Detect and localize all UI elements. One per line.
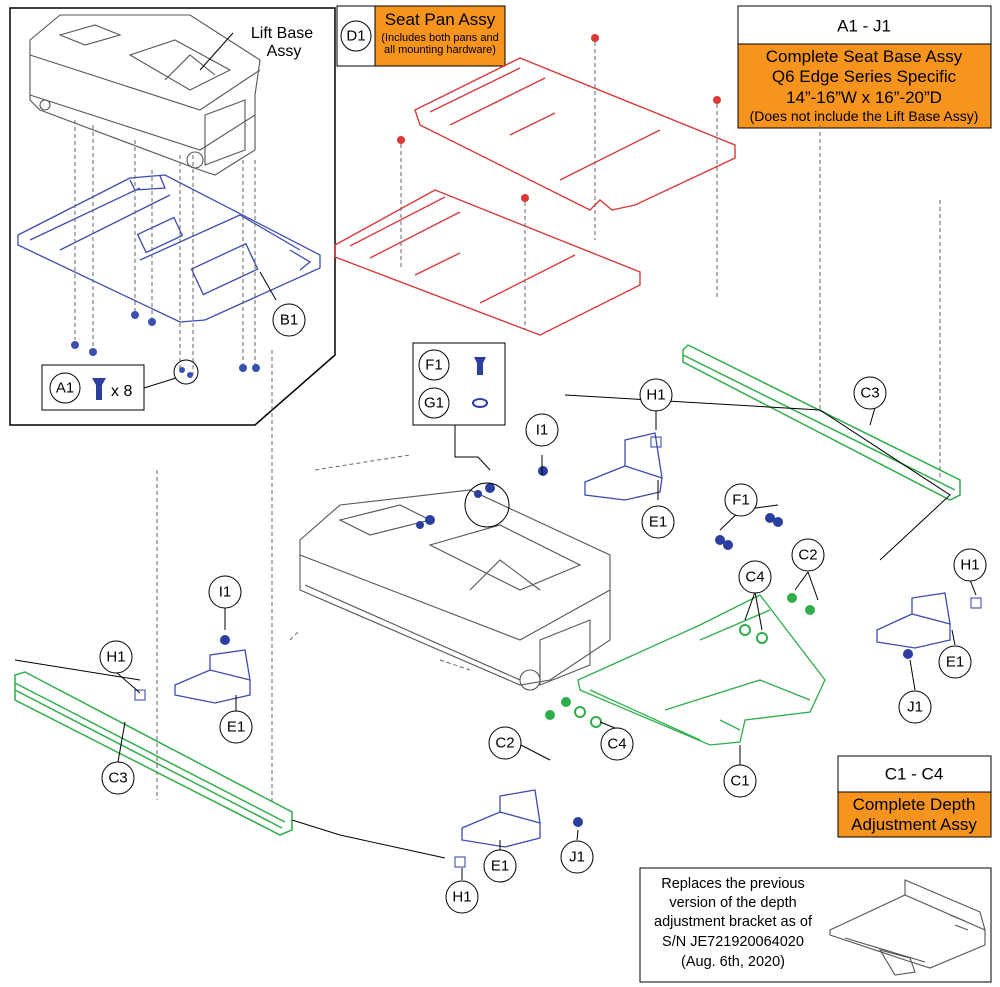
callout-d1: D1	[346, 28, 365, 45]
old-bracket-drawing	[829, 879, 986, 976]
bracket-e1-right	[876, 613, 951, 649]
bracket-e1-top	[584, 465, 663, 501]
c1-c4-line1: Complete Depth	[853, 795, 976, 814]
note-line4: S/N JE721920064020	[662, 934, 804, 950]
callout-i1-top: I1	[525, 413, 559, 447]
lift-base-label-line1: Lift Base	[251, 25, 313, 42]
right-depth-rail	[682, 344, 961, 501]
bracket-e1-bottom	[461, 811, 541, 848]
lift-base-inset: Lift Base Assy B1 A1 x 8	[9, 7, 336, 426]
svg-text:I1: I1	[219, 584, 232, 601]
svg-text:E1: E1	[227, 719, 245, 736]
seat-pans	[334, 57, 736, 336]
note-line3: adjustment bracket as of	[654, 914, 813, 930]
callout-g1-box: G1	[424, 395, 444, 412]
d1-title: Seat Pan Assy	[385, 10, 496, 29]
svg-text:C3: C3	[860, 385, 879, 402]
screw-icon	[92, 378, 106, 400]
callout-j1-bottom: J1	[560, 840, 594, 874]
callout-h1-bottom: H1	[445, 880, 479, 914]
callout-e1-top: E1	[641, 505, 675, 539]
svg-text:H1: H1	[452, 889, 471, 906]
lift-base-label-line2: Assy	[267, 43, 302, 60]
svg-text:C4: C4	[607, 736, 626, 753]
callout-a1: A1	[56, 380, 74, 397]
callout-c4-left: C4	[600, 727, 634, 761]
lift-mounting-plate	[17, 174, 321, 323]
a1-quantity-box: A1 x 8	[41, 359, 199, 411]
a1-j1-assembly-box: A1 - J1 Complete Seat Base Assy Q6 Edge …	[737, 5, 992, 129]
c1-c4-assembly-box: C1 - C4 Complete Depth Adjustment Assy	[837, 755, 992, 838]
washer-icon	[472, 398, 488, 408]
callout-c3-right: C3	[853, 376, 887, 410]
svg-text:C4: C4	[745, 569, 764, 586]
callout-i1-left: I1	[208, 575, 242, 609]
svg-text:E1: E1	[649, 514, 667, 531]
callout-h1-right: H1	[953, 548, 987, 582]
lift-base-drawing	[29, 14, 261, 176]
svg-text:E1: E1	[491, 858, 509, 875]
a1-quantity: x 8	[111, 383, 132, 400]
note-line5: (Aug. 6th, 2020)	[681, 954, 785, 970]
left-depth-rail	[14, 671, 293, 836]
d1-seat-pan-box: D1 Seat Pan Assy (Includes both pans and…	[336, 5, 506, 67]
callout-e1-left: E1	[219, 710, 253, 744]
svg-text:J1: J1	[569, 849, 585, 866]
callout-c2-right: C2	[791, 538, 825, 572]
callout-e1-right: E1	[938, 645, 972, 679]
svg-text:C2: C2	[798, 547, 817, 564]
svg-text:I1: I1	[536, 422, 549, 439]
svg-text:F1: F1	[732, 492, 750, 509]
svg-text:E1: E1	[946, 654, 964, 671]
callout-j1-right: J1	[898, 690, 932, 724]
center-lift-base	[299, 489, 611, 691]
f1-g1-hardware-box: F1 G1	[412, 342, 506, 471]
replacement-note-box: Replaces the previous version of the dep…	[639, 867, 992, 983]
a1-j1-line2: Q6 Edge Series Specific	[772, 67, 957, 86]
callout-e1-bottom: E1	[483, 849, 517, 883]
svg-text:C2: C2	[495, 735, 514, 752]
callout-h1-top: H1	[639, 378, 673, 412]
screw-icon	[474, 357, 486, 375]
svg-text:H1: H1	[960, 557, 979, 574]
d1-note: (Includes both pans and all mounting har…	[381, 32, 499, 56]
note-line1: Replaces the previous	[661, 876, 804, 892]
bracket-e1-left	[174, 669, 251, 704]
callout-c4-right: C4	[738, 560, 772, 594]
svg-text:J1: J1	[907, 699, 923, 716]
a1-j1-line3: 14”-16”W x 16”-20”D	[786, 88, 942, 107]
c1-c4-line2: Adjustment Assy	[851, 815, 977, 834]
svg-text:B1: B1	[280, 312, 298, 329]
svg-text:C3: C3	[108, 770, 127, 787]
c1-c4-range: C1 - C4	[885, 765, 944, 784]
depth-adjustment-bracket	[577, 594, 826, 746]
callout-h1-left: H1	[99, 640, 133, 674]
svg-text:H1: H1	[106, 649, 125, 666]
svg-text:H1: H1	[646, 387, 665, 404]
callout-f1: F1	[724, 483, 758, 517]
a1-j1-line1: Complete Seat Base Assy	[766, 47, 963, 66]
callout-c2-left: C2	[488, 726, 522, 760]
callout-b1: B1	[272, 303, 306, 337]
svg-text:C1: C1	[730, 773, 749, 790]
callout-c3-left: C3	[101, 761, 135, 795]
callout-f1-box: F1	[425, 357, 443, 374]
note-line2: version of the depth	[669, 895, 796, 911]
a1-j1-range: A1 - J1	[837, 17, 891, 36]
callout-c1: C1	[723, 764, 757, 798]
a1-j1-line4: (Does not include the Lift Base Assy)	[750, 108, 979, 124]
